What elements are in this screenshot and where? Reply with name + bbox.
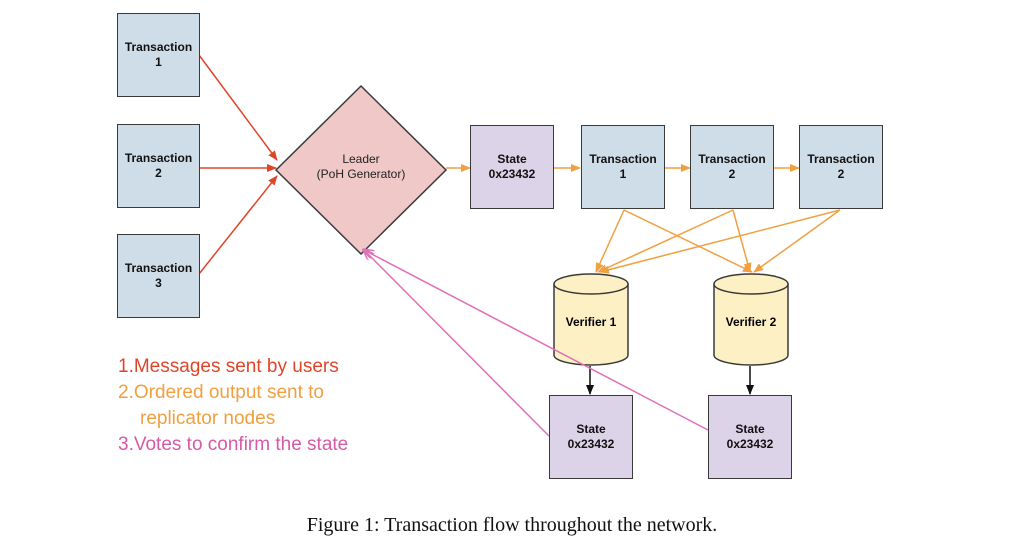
vote-arrow-state2-to-leader xyxy=(364,250,709,431)
legend-2-text-cont: replicator nodes xyxy=(140,408,276,429)
arrow-tx1-to-leader xyxy=(198,54,278,161)
pipeline-transaction-1: Transaction 1 xyxy=(581,125,665,209)
verifier-2-state-hash: 0x23432 xyxy=(726,437,774,451)
legend-1-number: 1. xyxy=(118,356,134,377)
verifier-2-label: Verifier 2 xyxy=(725,315,777,329)
arrow-tx3-to-leader xyxy=(198,175,278,275)
user-transaction-1: Transaction 1 xyxy=(117,13,200,97)
legend-3-number: 3. xyxy=(118,434,134,455)
user-transaction-2-number: 2 xyxy=(155,166,162,180)
legend-3-text: Votes to confirm the state xyxy=(133,434,349,455)
arrow-ptx2-to-verifier1 xyxy=(597,209,734,273)
legend-item-votes: 3.Votes to confirm the state xyxy=(118,432,348,458)
pipeline-transaction-2-number: 2 xyxy=(728,167,736,181)
verifier-1-state-title: State xyxy=(576,422,606,436)
legend-item-ordered: 2.Ordered output sent to xyxy=(118,380,348,406)
user-transaction-2-title: Transaction xyxy=(124,151,193,165)
pipeline-transaction-2: Transaction 2 xyxy=(690,125,774,209)
legend-item-ordered-cont: replicator nodes xyxy=(118,406,348,432)
leader-label: Leader (PoH Generator) xyxy=(283,152,439,182)
user-transaction-3-title: Transaction xyxy=(124,261,193,275)
arrow-ptx1-to-verifier2 xyxy=(623,209,753,273)
legend-item-users: 1.Messages sent by users xyxy=(118,354,348,380)
user-transaction-3-number: 3 xyxy=(155,276,162,290)
pipeline-transaction-2-title: Transaction xyxy=(698,152,766,166)
user-transaction-2: Transaction 2 xyxy=(117,124,200,208)
legend-2-number: 2. xyxy=(118,382,134,403)
figure-caption: Figure 1: Transaction flow throughout th… xyxy=(306,514,718,536)
verifier-1-label: Verifier 1 xyxy=(565,315,617,329)
verifier-2-state-title: State xyxy=(735,422,765,436)
state-box-top: State 0x23432 xyxy=(470,125,554,209)
legend: 1.Messages sent by users 2.Ordered outpu… xyxy=(118,354,348,458)
arrow-ptx2-to-verifier2 xyxy=(732,209,752,273)
verifier-1-cylinder xyxy=(553,273,629,366)
verifier-1-state-hash: 0x23432 xyxy=(567,437,615,451)
leader-title: Leader xyxy=(342,152,380,166)
verifier-2-cylinder xyxy=(713,273,789,366)
state-top-title: State xyxy=(497,152,527,166)
vote-arrow-state1-to-leader xyxy=(364,250,550,437)
user-transaction-1-number: 1 xyxy=(155,55,162,69)
legend-2-text: Ordered output sent to xyxy=(133,382,324,403)
leader-subtitle: (PoH Generator) xyxy=(316,167,406,181)
pipeline-transaction-3: Transaction 2 xyxy=(799,125,883,209)
legend-1-text: Messages sent by users xyxy=(133,356,339,377)
arrow-ptx1-to-verifier1 xyxy=(595,209,625,273)
verifier-1-state: State 0x23432 xyxy=(549,395,633,479)
state-top-hash: 0x23432 xyxy=(488,167,536,181)
arrow-ptx3-to-verifier2 xyxy=(753,209,841,273)
verifier-2-state: State 0x23432 xyxy=(708,395,792,479)
user-transaction-3: Transaction 3 xyxy=(117,234,200,318)
pipeline-transaction-1-number: 1 xyxy=(619,167,627,181)
pipeline-transaction-3-number: 2 xyxy=(837,167,845,181)
user-transaction-1-title: Transaction xyxy=(124,40,193,54)
pipeline-transaction-1-title: Transaction xyxy=(589,152,657,166)
arrow-ptx3-to-verifier1 xyxy=(599,209,841,274)
pipeline-transaction-3-title: Transaction xyxy=(807,152,875,166)
